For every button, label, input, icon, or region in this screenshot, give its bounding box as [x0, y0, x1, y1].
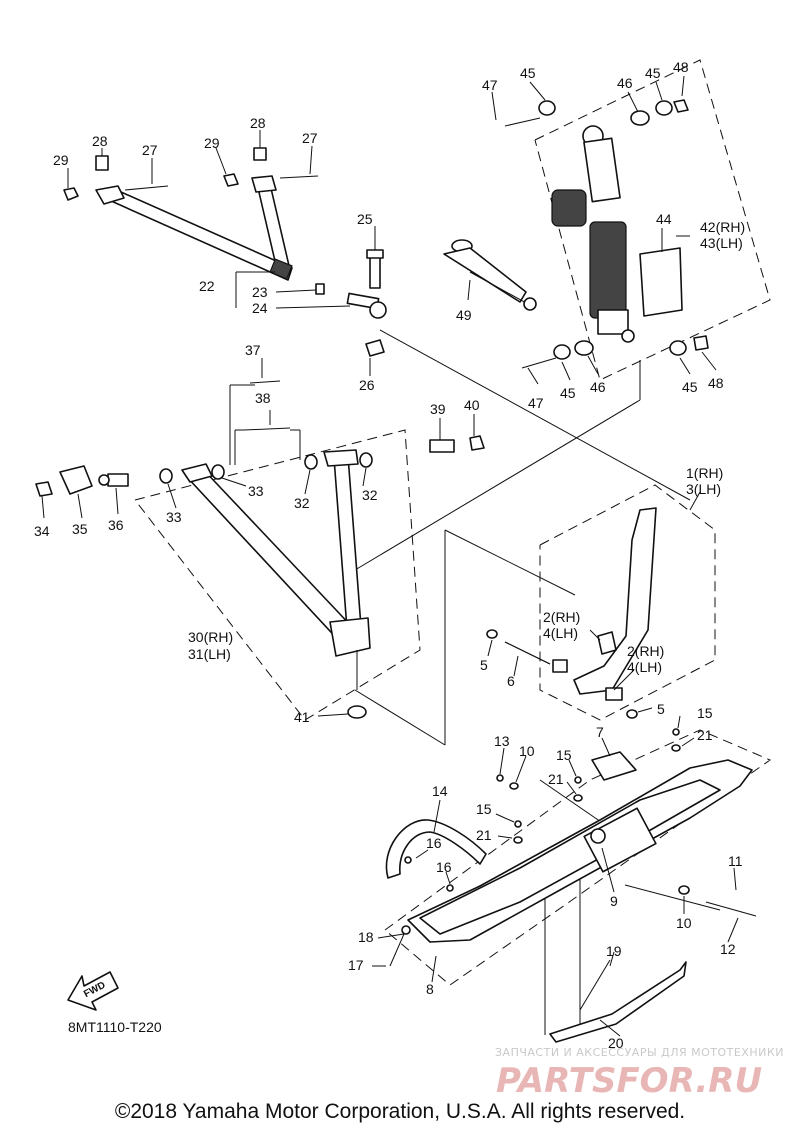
callout-32a: 32: [294, 495, 310, 511]
callout-20: 20: [608, 1035, 624, 1051]
callout-24: 24: [252, 300, 268, 316]
diagram-code: 8MT1110-T220: [68, 1019, 162, 1035]
callout-34: 34: [34, 523, 50, 539]
callout-12: 12: [720, 941, 736, 957]
callout-45d: 45: [682, 379, 698, 395]
callout-13: 13: [494, 733, 510, 749]
callout-5b: 5: [657, 701, 665, 717]
upper-arm-assembly: [63, 147, 387, 357]
callout-33b: 33: [166, 509, 182, 525]
copyright-notice: ©2018 Yamaha Motor Corporation, U.S.A. A…: [114, 1100, 686, 1123]
callout-47b: 47: [528, 395, 544, 411]
watermark-brand: PARTSFOR.RU: [496, 1061, 762, 1101]
callout-25: 25: [357, 211, 373, 227]
callout-18: 18: [358, 929, 374, 945]
callout-48b: 48: [708, 375, 724, 391]
callout-27b: 27: [302, 130, 318, 146]
ski-assembly: [385, 728, 757, 1043]
callout-32b: 32: [362, 487, 378, 503]
callout-40: 40: [464, 397, 480, 413]
callout-4a: 4(LH): [543, 625, 578, 641]
callout-2a: 2(RH): [543, 609, 580, 625]
callout-42: 42(RH): [700, 219, 745, 235]
callout-4b: 4(LH): [627, 659, 662, 675]
callout-35: 35: [72, 521, 88, 537]
callout-27a: 27: [142, 142, 158, 158]
callout-6: 6: [507, 673, 515, 689]
callout-45a: 45: [520, 65, 536, 81]
callout-21a: 21: [548, 771, 564, 787]
callout-46b: 46: [590, 379, 606, 395]
callout-39: 39: [430, 401, 446, 417]
callout-29a: 29: [53, 152, 69, 168]
callout-17: 17: [348, 957, 364, 973]
callout-19: 19: [606, 943, 622, 959]
callout-16a: 16: [426, 835, 442, 851]
callout-15c: 15: [697, 705, 713, 721]
callout-16b: 16: [436, 859, 452, 875]
callout-26: 26: [359, 377, 375, 393]
callout-9: 9: [610, 893, 618, 909]
callout-49: 49: [456, 307, 472, 323]
callout-8: 8: [426, 981, 434, 997]
callout-1: 1(RH): [686, 465, 723, 481]
callout-29b: 29: [204, 135, 220, 151]
callout-21b: 21: [476, 827, 492, 843]
callout-2b: 2(RH): [627, 643, 664, 659]
callout-45b: 45: [645, 65, 661, 81]
callout-21c: 21: [697, 727, 713, 743]
callout-leaders: [41, 75, 739, 1037]
callout-45c: 45: [560, 385, 576, 401]
callout-3: 3(LH): [686, 481, 721, 497]
fwd-arrow-icon: FWD: [67, 971, 119, 1011]
callout-41: 41: [294, 709, 310, 725]
callout-7: 7: [596, 724, 604, 740]
callout-33a: 33: [248, 483, 264, 499]
callout-labels: 29 28 27 29 28 27 22 23 24 25 26 37 38 4…: [34, 59, 745, 1051]
callout-28b: 28: [250, 115, 266, 131]
callout-14: 14: [432, 783, 448, 799]
spindle-assembly: [486, 507, 657, 719]
steering-damper: [443, 239, 537, 311]
callout-10a: 10: [519, 743, 535, 759]
callout-37: 37: [245, 342, 261, 358]
callout-15a: 15: [556, 747, 572, 763]
callout-44: 44: [656, 211, 672, 227]
callout-43: 43(LH): [700, 235, 743, 251]
callout-11: 11: [728, 853, 743, 869]
watermark-tagline: ЗАПЧАСТИ И АКСЕССУАРЫ ДЛЯ МОТОТЕХНИКИ: [495, 1046, 784, 1059]
callout-48a: 48: [673, 59, 689, 75]
callout-31: 31(LH): [188, 646, 231, 662]
callout-15b: 15: [476, 801, 492, 817]
callout-10b: 10: [676, 915, 692, 931]
callout-36: 36: [108, 517, 124, 533]
callout-30: 30(RH): [188, 629, 233, 645]
callout-47a: 47: [482, 77, 498, 93]
callout-28a: 28: [92, 133, 108, 149]
callout-23: 23: [252, 284, 268, 300]
shock-absorber: [504, 99, 709, 369]
callout-5a: 5: [480, 657, 488, 673]
callout-46a: 46: [617, 75, 633, 91]
group-outlines: [134, 59, 772, 1035]
lower-arm-assembly: [35, 380, 485, 719]
callout-38: 38: [255, 390, 271, 406]
callout-22: 22: [199, 278, 215, 294]
